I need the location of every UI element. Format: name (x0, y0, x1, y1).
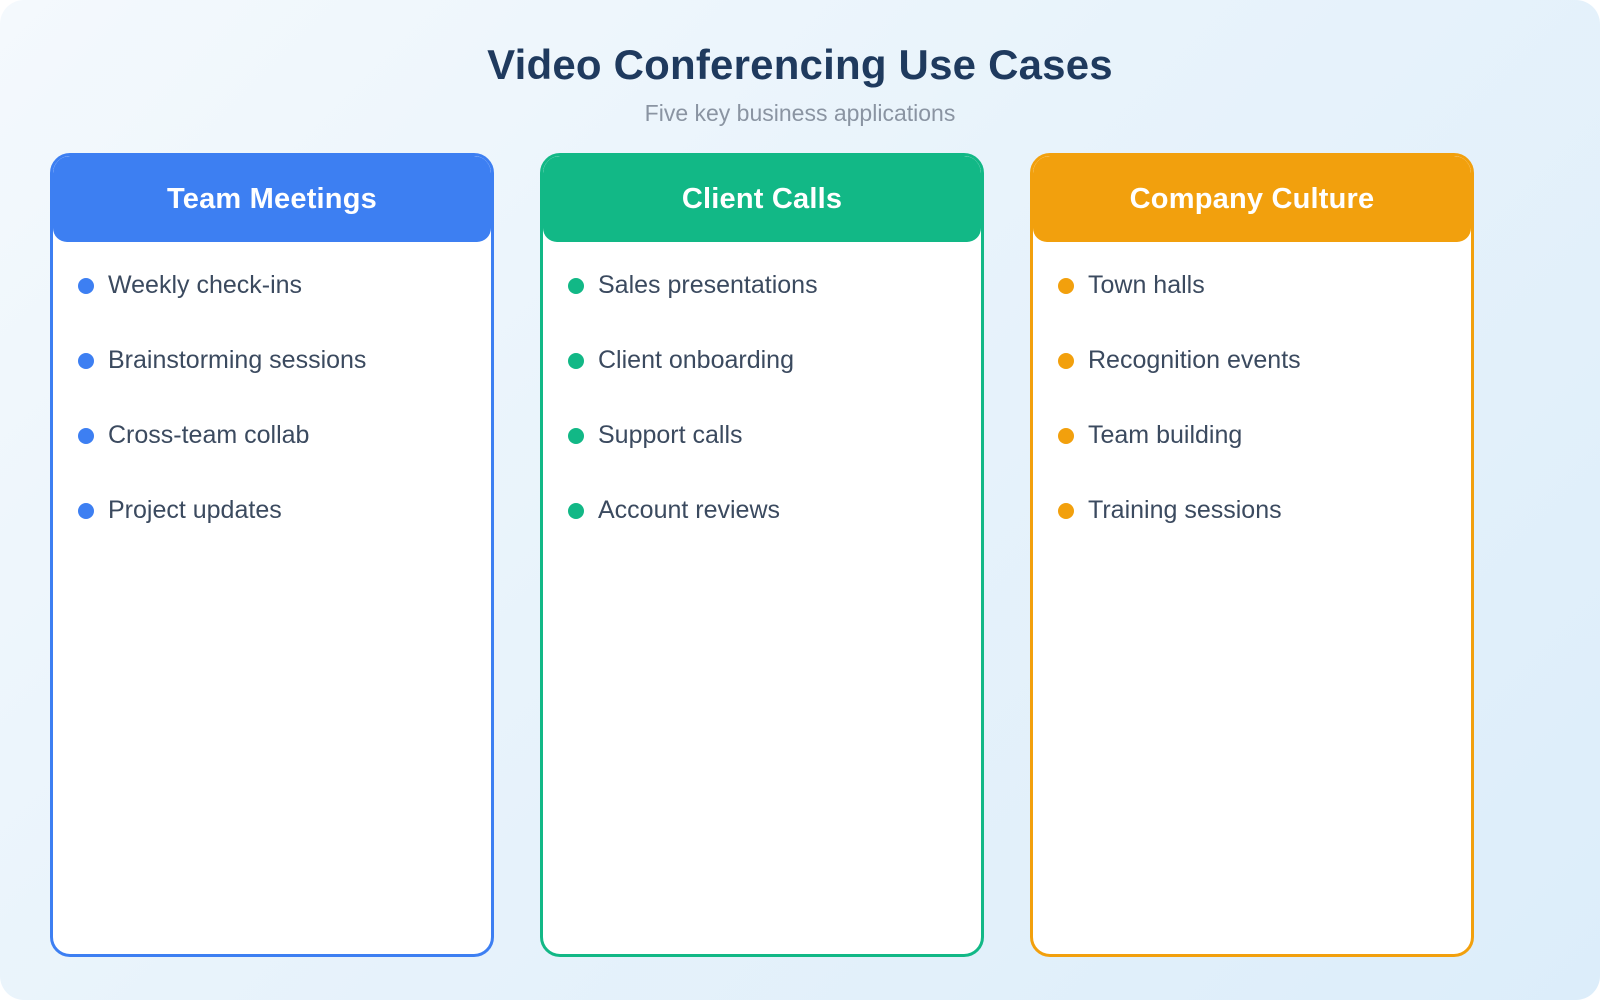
bullet-icon (78, 427, 94, 444)
bullet-icon (78, 352, 94, 369)
list-item: Client onboarding (568, 323, 961, 398)
list-item-label: Training sessions (1088, 496, 1282, 524)
card-item-list: Sales presentations Client onboarding Su… (543, 242, 981, 548)
card-title: Company Culture (1129, 182, 1375, 215)
bullet-icon (568, 502, 584, 519)
list-item: Sales presentations (568, 248, 961, 323)
card-item-list: Town halls Recognition events Team build… (1033, 242, 1471, 548)
list-item-label: Team building (1088, 421, 1243, 449)
use-case-card-3: Company Culture Town halls Recognition e… (1030, 153, 1474, 957)
bullet-icon (1058, 502, 1074, 519)
list-item-label: Project updates (108, 496, 282, 524)
use-case-card-2: Client Calls Sales presentations Client … (540, 153, 984, 957)
card-title: Team Meetings (167, 182, 377, 215)
list-item: Cross-team collab (78, 398, 471, 473)
list-item-label: Recognition events (1088, 346, 1301, 374)
card-header: Company Culture (1033, 156, 1471, 242)
list-item: Town halls (1058, 248, 1451, 323)
card-title: Client Calls (681, 182, 843, 215)
list-item: Account reviews (568, 473, 961, 548)
list-item-label: Sales presentations (598, 271, 818, 299)
page-subtitle: Five key business applications (644, 100, 956, 126)
list-item: Recognition events (1058, 323, 1451, 398)
list-item: Project updates (78, 473, 471, 548)
list-item-label: Client onboarding (598, 346, 794, 374)
list-item: Weekly check-ins (78, 248, 471, 323)
page-header: Video Conferencing Use Cases Five key bu… (0, 0, 1600, 127)
list-item-label: Brainstorming sessions (108, 346, 367, 374)
bullet-icon (1058, 427, 1074, 444)
bullet-icon (78, 502, 94, 519)
list-item-label: Cross-team collab (108, 421, 310, 449)
page-title: Video Conferencing Use Cases (487, 41, 1113, 88)
cards-row: Team Meetings Weekly check-ins Brainstor… (0, 153, 1600, 957)
bullet-icon (568, 427, 584, 444)
card-header: Client Calls (543, 156, 981, 242)
list-item: Brainstorming sessions (78, 323, 471, 398)
list-item-label: Support calls (598, 421, 743, 449)
use-case-card-1: Team Meetings Weekly check-ins Brainstor… (50, 153, 494, 957)
list-item-label: Town halls (1088, 271, 1205, 299)
bullet-icon (78, 277, 94, 294)
list-item: Training sessions (1058, 473, 1451, 548)
card-item-list: Weekly check-ins Brainstorming sessions … (53, 242, 491, 548)
list-item: Support calls (568, 398, 961, 473)
card-header: Team Meetings (53, 156, 491, 242)
list-item-label: Account reviews (598, 496, 781, 524)
bullet-icon (568, 352, 584, 369)
bullet-icon (568, 277, 584, 294)
list-item: Team building (1058, 398, 1451, 473)
bullet-icon (1058, 277, 1074, 294)
bullet-icon (1058, 352, 1074, 369)
list-item-label: Weekly check-ins (108, 271, 303, 299)
